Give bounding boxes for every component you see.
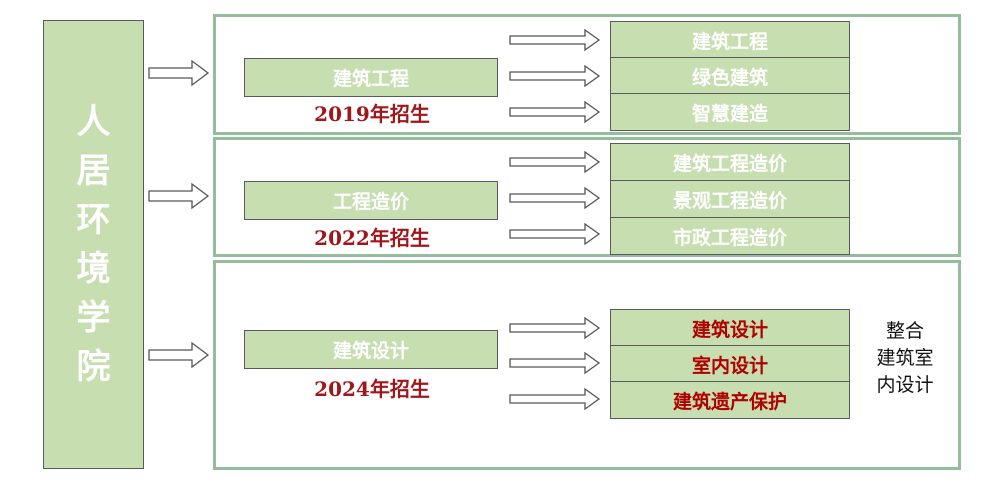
- year-label-3: 2024年招生: [314, 377, 430, 401]
- note-line: 整合: [885, 320, 924, 342]
- direction-box: 建筑工程造价: [610, 143, 850, 181]
- arrow-major-1-to-direction-3: [509, 100, 601, 124]
- arrow-major-2-to-direction-2: [509, 186, 601, 210]
- arrow-college-to-group-1: [148, 59, 210, 87]
- direction-box: 市政工程造价: [610, 217, 850, 255]
- arrow-major-2-to-direction-3: [509, 222, 601, 246]
- direction-box: 智慧建造: [610, 93, 850, 131]
- arrow-major-3-to-direction-3: [509, 387, 601, 411]
- note-line: 建筑室: [876, 347, 934, 369]
- direction-box: 景观工程造价: [610, 180, 850, 218]
- note-line: 内设计: [876, 374, 934, 396]
- college-name-char: 人: [76, 101, 111, 142]
- major-box-1: 建筑工程: [244, 58, 498, 97]
- arrow-college-to-group-2: [148, 182, 210, 210]
- college-name-char: 学: [76, 297, 111, 338]
- direction-box: 建筑设计: [610, 309, 850, 347]
- direction-box: 建筑遗产保护: [610, 381, 850, 419]
- college-name-char: 居: [76, 150, 111, 191]
- direction-box: 室内设计: [610, 345, 850, 383]
- arrow-college-to-group-3: [148, 341, 210, 369]
- college-name-char: 环: [76, 199, 111, 240]
- year-label-2: 2022年招生: [314, 226, 430, 250]
- arrow-major-1-to-direction-2: [509, 64, 601, 88]
- college-name-char: 境: [76, 248, 111, 289]
- direction-box: 建筑工程: [610, 21, 850, 59]
- major-box-3: 建筑设计: [244, 330, 498, 369]
- arrow-major-1-to-direction-1: [509, 28, 601, 52]
- direction-box: 绿色建筑: [610, 57, 850, 95]
- arrow-major-2-to-direction-1: [509, 150, 601, 174]
- college-box: 人 居 环 境 学 院: [43, 20, 144, 469]
- arrow-major-3-to-direction-2: [509, 351, 601, 375]
- major-box-2: 工程造价: [244, 181, 498, 220]
- arrow-major-3-to-direction-1: [509, 316, 601, 340]
- year-label-1: 2019年招生: [314, 102, 430, 126]
- college-name-char: 院: [76, 346, 111, 387]
- integration-note: 整合 建筑室 内设计: [860, 318, 950, 399]
